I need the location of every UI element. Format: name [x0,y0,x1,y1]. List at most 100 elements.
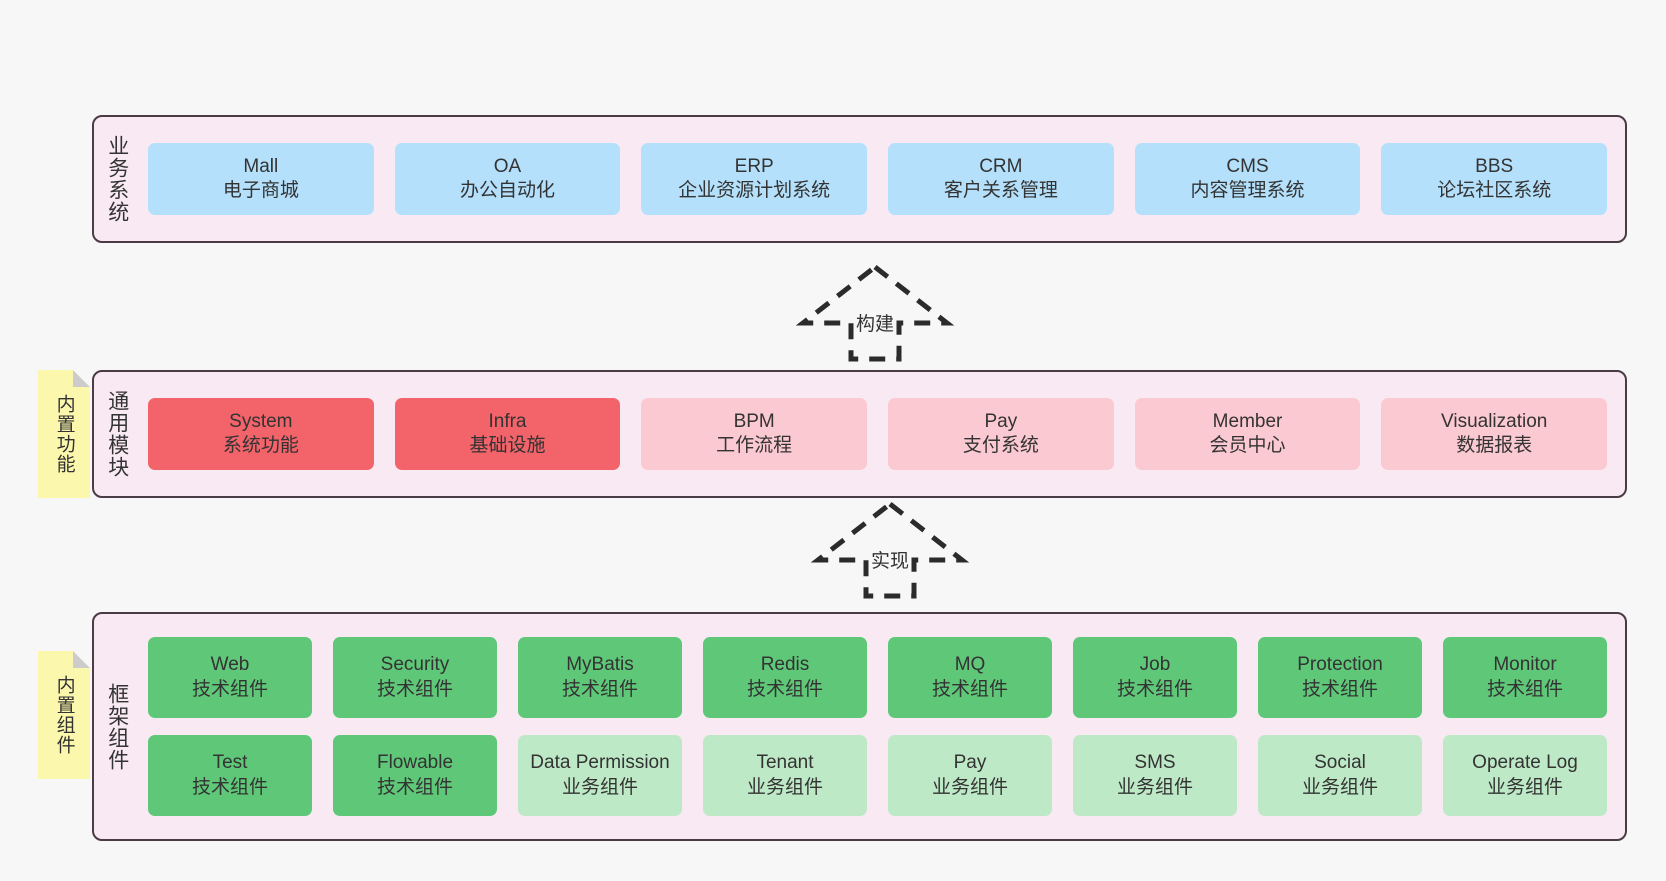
card-title: Member [1212,410,1283,432]
card-subtitle: 业务组件 [931,776,1008,798]
card-subtitle: 工作流程 [716,435,793,456]
card-title: Job [1139,654,1171,676]
card-flowable[interactable]: Flowable 技术组件 [333,735,497,816]
note-builtin-components: 内置组件 [38,651,90,779]
note-builtin-features: 内置功能 [38,370,90,498]
card-subtitle: 业务组件 [561,776,638,798]
card-subtitle: 会员中心 [1209,435,1286,456]
connector-implement: 实现 [810,500,970,600]
card-crm[interactable]: CRM 客户关系管理 [888,143,1114,215]
card-mybatis[interactable]: MyBatis 技术组件 [518,637,682,718]
layer-body-framework: Web 技术组件 Security 技术组件 MyBatis 技术组件 Redi… [140,614,1625,839]
card-subtitle: 业务组件 [746,776,823,798]
note-label: 内置组件 [53,675,75,755]
card-subtitle: 内容管理系统 [1190,180,1305,201]
card-bpm[interactable]: BPM 工作流程 [641,398,868,470]
connector-build: 构建 [795,263,955,363]
card-visualization[interactable]: Visualization 数据报表 [1381,398,1608,470]
card-subtitle: 技术组件 [931,678,1008,700]
card-title: Infra [488,410,527,432]
card-title: Pay [953,752,987,774]
card-subtitle: 技术组件 [376,776,453,798]
layer-body-common: System 系统功能 Infra 基础设施 BPM 工作流程 Pay 支付系统… [140,372,1625,496]
card-title: MyBatis [566,654,634,676]
card-subtitle: 业务组件 [1301,776,1378,798]
card-title: System [229,410,293,432]
card-title: BPM [733,410,775,432]
card-title: ERP [734,155,774,177]
layer-title-framework: 框架组件 [105,682,129,771]
card-subtitle: 基础设施 [469,435,546,456]
card-subtitle: 技术组件 [1486,678,1563,700]
card-title: CMS [1226,155,1269,177]
dashed-up-arrow-icon [810,500,970,599]
card-row: Test 技术组件 Flowable 技术组件 Data Permission … [148,735,1607,816]
card-security[interactable]: Security 技术组件 [333,637,497,718]
card-monitor[interactable]: Monitor 技术组件 [1443,637,1607,718]
card-member[interactable]: Member 会员中心 [1134,398,1361,470]
layer-body-business: Mall 电子商城 OA 办公自动化 ERP 企业资源计划系统 CRM 客户关系… [140,117,1625,241]
card-bbs[interactable]: BBS 论坛社区系统 [1381,143,1608,215]
card-sms[interactable]: SMS 业务组件 [1073,735,1237,816]
card-title: Flowable [376,752,454,774]
layer-business-systems: 业务系统 Mall 电子商城 OA 办公自动化 ERP 企业资源计划系统 CRM… [92,115,1627,243]
note-fold-icon [73,651,90,668]
card-cms[interactable]: CMS 内容管理系统 [1134,143,1361,215]
card-operate-log[interactable]: Operate Log 业务组件 [1443,735,1607,816]
card-title: SMS [1134,752,1176,774]
card-pay-business[interactable]: Pay 业务组件 [888,735,1052,816]
dashed-up-arrow-icon [795,263,955,362]
card-title: Pay [984,410,1018,432]
card-title: Protection [1297,654,1383,676]
card-subtitle: 业务组件 [1486,776,1563,798]
card-title: Operate Log [1472,752,1578,774]
card-social[interactable]: Social 业务组件 [1258,735,1422,816]
card-subtitle: 系统功能 [222,435,299,456]
card-title: MQ [954,654,986,676]
card-subtitle: 技术组件 [376,678,453,700]
card-row: System 系统功能 Infra 基础设施 BPM 工作流程 Pay 支付系统… [148,398,1608,470]
card-title: CRM [979,155,1023,177]
card-title: Social [1314,752,1366,774]
card-protection[interactable]: Protection 技术组件 [1258,637,1422,718]
card-mall[interactable]: Mall 电子商城 [148,143,374,215]
card-row: Mall 电子商城 OA 办公自动化 ERP 企业资源计划系统 CRM 客户关系… [148,143,1608,215]
card-subtitle: 业务组件 [1116,776,1193,798]
card-subtitle: 技术组件 [561,678,638,700]
card-subtitle: 办公自动化 [460,180,556,201]
card-title: BBS [1475,155,1514,177]
card-title: Mall [243,155,279,177]
layer-framework-components: 框架组件 Web 技术组件 Security 技术组件 MyBatis 技术组件… [92,612,1627,841]
card-title: Tenant [756,752,814,774]
layer-common-modules: 通用模块 System 系统功能 Infra 基础设施 BPM 工作流程 Pay… [92,370,1627,498]
card-job[interactable]: Job 技术组件 [1073,637,1237,718]
layer-title-common: 通用模块 [105,390,129,478]
card-pay[interactable]: Pay 支付系统 [888,398,1114,470]
card-title: Data Permission [530,752,670,774]
card-web[interactable]: Web 技术组件 [148,637,312,718]
card-subtitle: 论坛社区系统 [1437,180,1552,201]
note-label: 内置功能 [53,394,75,474]
card-erp[interactable]: ERP 企业资源计划系统 [641,143,868,215]
card-infra[interactable]: Infra 基础设施 [394,398,621,470]
note-fold-icon [73,370,90,387]
card-title: Monitor [1493,654,1557,676]
card-title: Web [210,654,250,676]
card-tenant[interactable]: Tenant 业务组件 [703,735,867,816]
card-subtitle: 技术组件 [191,678,268,700]
card-title: Test [212,752,248,774]
card-subtitle: 技术组件 [191,776,268,798]
card-system[interactable]: System 系统功能 [148,398,374,470]
card-oa[interactable]: OA 办公自动化 [394,143,621,215]
card-title: Redis [760,654,810,676]
card-test[interactable]: Test 技术组件 [148,735,312,816]
card-data-permission[interactable]: Data Permission 业务组件 [518,735,682,816]
card-subtitle: 企业资源计划系统 [678,180,831,201]
card-redis[interactable]: Redis 技术组件 [703,637,867,718]
card-title: OA [493,155,522,177]
card-subtitle: 技术组件 [1116,678,1193,700]
card-subtitle: 技术组件 [746,678,823,700]
card-mq[interactable]: MQ 技术组件 [888,637,1052,718]
card-title: Visualization [1441,410,1548,432]
